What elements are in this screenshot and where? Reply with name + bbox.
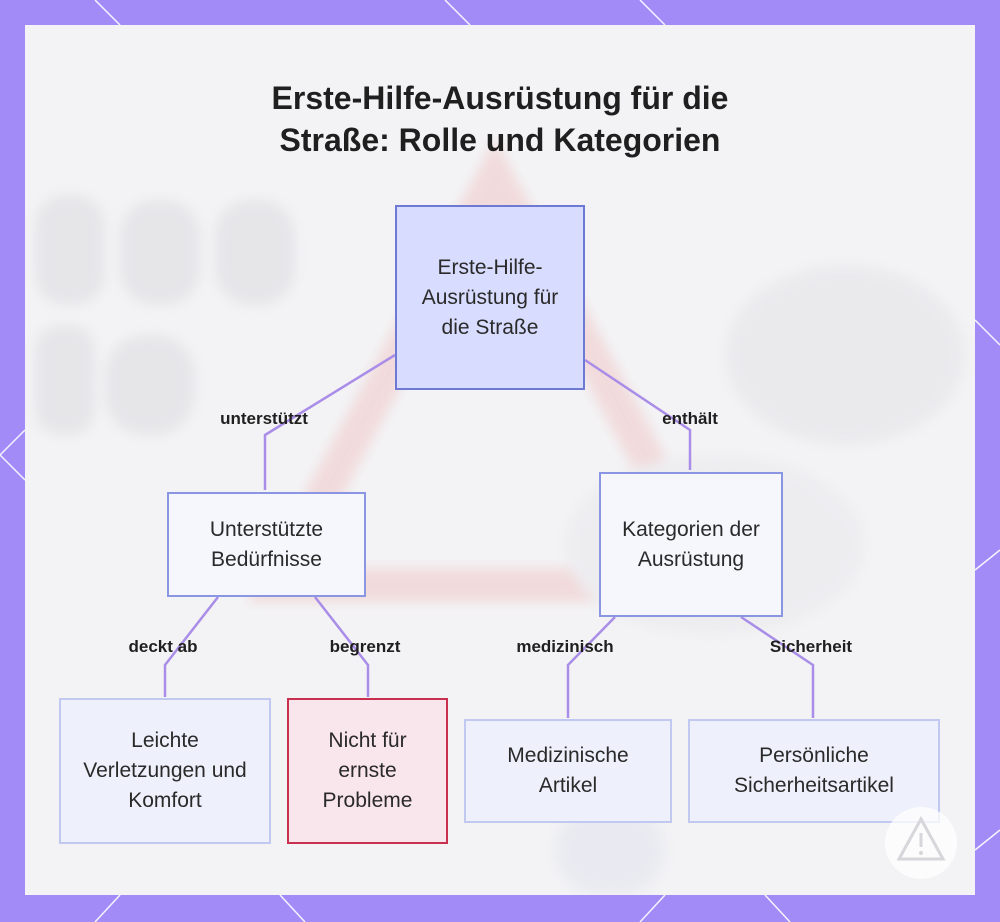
node-root: Erste-Hilfe-Ausrüstung für die Straße	[395, 205, 585, 390]
edge-contains	[584, 358, 692, 470]
edge-medical	[566, 616, 616, 718]
node-categories: Kategorien der Ausrüstung	[599, 472, 783, 617]
page-title: Erste-Hilfe-Ausrüstung für die Straße: R…	[25, 77, 975, 161]
warning-triangle-icon	[885, 807, 957, 879]
node-supported-needs: Unterstützte Bedürfnisse	[167, 492, 366, 597]
edge-label-supports: unterstützt	[220, 409, 308, 428]
node-minor-injuries: Leichte Verletzungen und Komfort	[59, 698, 271, 844]
edge-label-contains: enthält	[662, 409, 718, 428]
edge-covers	[163, 596, 219, 697]
edge-safety	[740, 615, 815, 718]
node-medical-items: Medizinische Artikel	[464, 719, 672, 823]
edge-label-covers: deckt ab	[128, 637, 198, 656]
edge-label-medical: medizinisch	[516, 637, 614, 656]
title-line-2: Straße: Rolle und Kategorien	[279, 122, 721, 158]
node-not-serious: Nicht für ernste Probleme	[287, 698, 448, 844]
diagram-edges	[163, 353, 815, 718]
edge-supports	[263, 353, 396, 490]
edge-label-safety: Sicherheit	[769, 637, 853, 656]
node-safety-items: Persönliche Sicherheitsartikel	[688, 719, 940, 823]
edge-limits	[314, 596, 370, 697]
edge-label-limits: begrenzt	[329, 637, 401, 656]
title-line-1: Erste-Hilfe-Ausrüstung für die	[271, 80, 729, 116]
diagram-card: Erste-Hilfe-Ausrüstung für die Straße: R…	[25, 25, 975, 895]
